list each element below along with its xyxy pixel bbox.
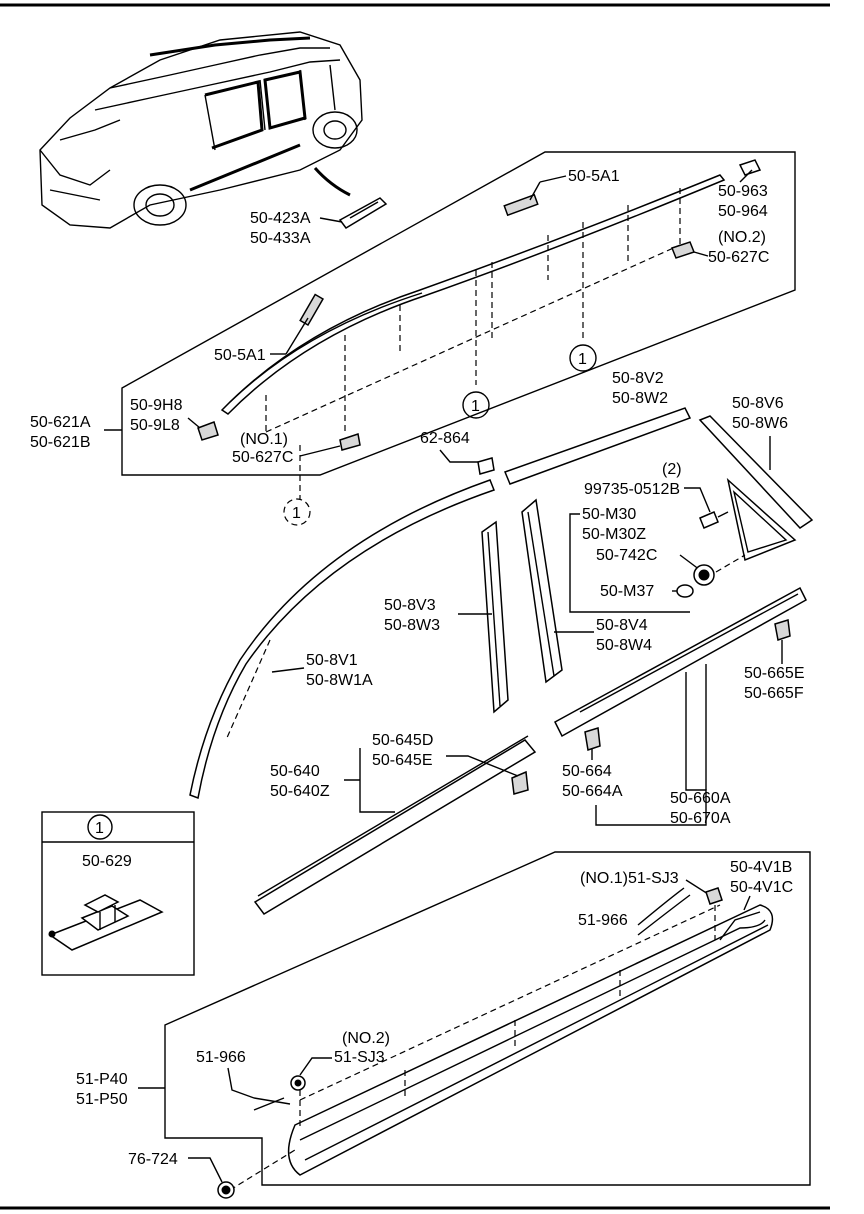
seal-50-M37 (676, 584, 694, 598)
roof-dashed-guides (265, 188, 681, 500)
clip-part-50-423A (338, 197, 388, 229)
callout-51-P50: 51-P50 (76, 1091, 128, 1108)
callout-50-8W1A: 50-8W1A (306, 672, 373, 689)
callout-50-423A: 50-423A (250, 210, 311, 227)
callout-50-M30: 50-M30 (582, 506, 636, 523)
callout-50-8W6: 50-8W6 (732, 415, 788, 432)
callout-50-963: 50-963 (718, 183, 768, 200)
door-belt-molding-50-640 (253, 739, 537, 915)
ref-circle-1-b: 1 (462, 391, 490, 419)
callout-76-724: 76-724 (128, 1151, 178, 1168)
windshield-molding-50-8V1 (189, 479, 495, 800)
inset-number: 1 (95, 820, 104, 837)
belt-molding-50-8V2 (504, 407, 692, 485)
ref-circle-1-c: 1 (283, 498, 311, 526)
callout-50-645E: 50-645E (372, 752, 433, 769)
callout-50-8W3: 50-8W3 (384, 617, 440, 634)
callout-no1-left: (NO.1) (240, 431, 288, 448)
callout-50-8W4: 50-8W4 (596, 637, 652, 654)
callout-50-9H8: 50-9H8 (130, 397, 183, 414)
callout-62-864: 62-864 (420, 430, 470, 447)
callout-50-4V1B: 50-4V1B (730, 859, 792, 876)
car-illustration (39, 31, 363, 229)
grommet-50-742C (693, 564, 715, 586)
clip-51-SJ3 (290, 1075, 306, 1091)
callout-50-665F: 50-665F (744, 685, 804, 702)
callout-50-8V4: 50-8V4 (596, 617, 648, 634)
callout-50-5A1-left: 50-5A1 (214, 347, 266, 364)
callout-50-8V6: 50-8V6 (732, 395, 784, 412)
callout-50-9L8: 50-9L8 (130, 417, 180, 434)
svg-text:1: 1 (292, 505, 301, 522)
callout-50-670A: 50-670A (670, 810, 731, 827)
rear-molding-50-8V6 (698, 415, 814, 529)
callout-qty-2: (2) (662, 461, 682, 478)
callout-99735-0512B: 99735-0512B (584, 481, 680, 498)
callout-50-742C: 50-742C (596, 547, 657, 564)
callout-50-4V1C: 50-4V1C (730, 879, 793, 896)
callout-50-664: 50-664 (562, 763, 612, 780)
callout-50-621A: 50-621A (30, 414, 91, 431)
callout-50-640: 50-640 (270, 763, 320, 780)
callout-50-640Z: 50-640Z (270, 783, 330, 800)
callout-51-966-left: 51-966 (196, 1049, 246, 1066)
clip-50-629 (48, 894, 164, 951)
screw-99735 (699, 511, 729, 529)
ref-circle-1-a: 1 (569, 344, 597, 372)
callout-50-627C-left: 50-627C (232, 449, 293, 466)
door-belt-molding-50-660A (554, 586, 807, 738)
inset-box-ref-1: 1 50-629 (41, 811, 195, 976)
callout-50-8V2: 50-8V2 (612, 370, 664, 387)
callout-50-8V3: 50-8V3 (384, 597, 436, 614)
callout-51-P40: 51-P40 (76, 1071, 128, 1088)
clip-76-724 (217, 1181, 235, 1199)
callout-50-627C-top: 50-627C (708, 249, 769, 266)
side-sill-molding-51-P40 (287, 904, 774, 1176)
callout-50-8W2: 50-8W2 (612, 390, 668, 407)
callout-50-433A: 50-433A (250, 230, 311, 247)
pillar-molding-50-8V3 (481, 520, 509, 714)
callout-50-660A: 50-660A (670, 790, 731, 807)
callout-50-629: 50-629 (82, 853, 132, 870)
side-sill-panel-outline (164, 851, 811, 1186)
callout-50-M37: 50-M37 (600, 583, 654, 600)
callout-50-645D: 50-645D (372, 732, 433, 749)
callout-no2-top: (NO.2) (718, 229, 766, 246)
callout-51-966-right: 51-966 (578, 912, 628, 929)
callout-50-964: 50-964 (718, 203, 768, 220)
callout-no1-51-SJ3: (NO.1)51-SJ3 (580, 870, 679, 887)
callout-50-8V1: 50-8V1 (306, 652, 358, 669)
callout-51-SJ3: 51-SJ3 (334, 1049, 385, 1066)
callout-50-664A: 50-664A (562, 783, 623, 800)
svg-text:1: 1 (578, 351, 587, 368)
callout-50-M30Z: 50-M30Z (582, 526, 646, 543)
callout-50-665E: 50-665E (744, 665, 805, 682)
callout-no2-bottom: (NO.2) (342, 1030, 390, 1047)
sill-dashed-guides (229, 904, 721, 1191)
callout-50-5A1-top: 50-5A1 (568, 168, 620, 185)
svg-text:1: 1 (471, 398, 480, 415)
pillar-molding-50-8V4 (521, 498, 563, 684)
roof-panel-outline (121, 151, 796, 476)
roof-molding-rail (220, 174, 726, 415)
callout-50-621B: 50-621B (30, 434, 91, 451)
